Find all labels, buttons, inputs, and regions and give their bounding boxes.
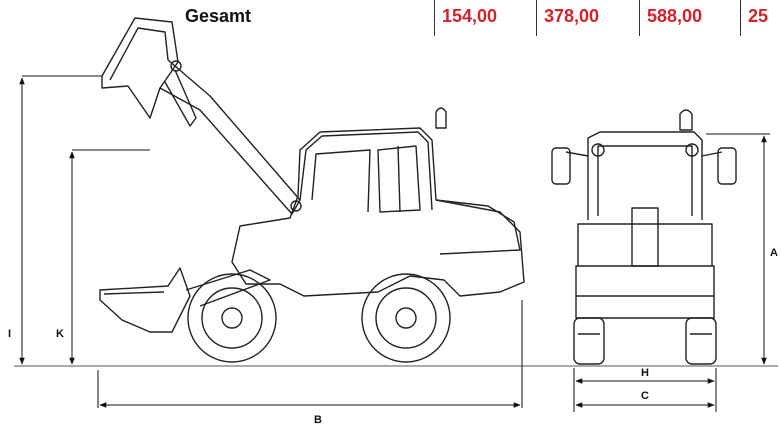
value-cell-1: 154,00 xyxy=(442,6,498,26)
row-label: Gesamt xyxy=(185,6,252,26)
column-divider xyxy=(434,0,435,36)
column-divider xyxy=(536,0,537,36)
value-cell-4: 25 xyxy=(748,6,769,26)
value-cell-2: 378,00 xyxy=(544,6,600,26)
column-divider xyxy=(740,0,741,36)
side-view-loader xyxy=(99,17,525,363)
dim-label-K: K xyxy=(56,328,64,340)
value-cell-3: 588,00 xyxy=(647,6,703,26)
dim-label-B: B xyxy=(314,414,322,424)
dim-label-A: A xyxy=(770,247,778,259)
dim-label-I: I xyxy=(8,328,11,340)
summary-table-row: Gesamt 154,00 378,00 588,00 25 xyxy=(0,0,781,36)
dim-label-C: C xyxy=(641,390,649,402)
column-divider xyxy=(639,0,640,36)
dim-label-H: H xyxy=(641,367,649,379)
front-view-loader xyxy=(551,109,737,365)
